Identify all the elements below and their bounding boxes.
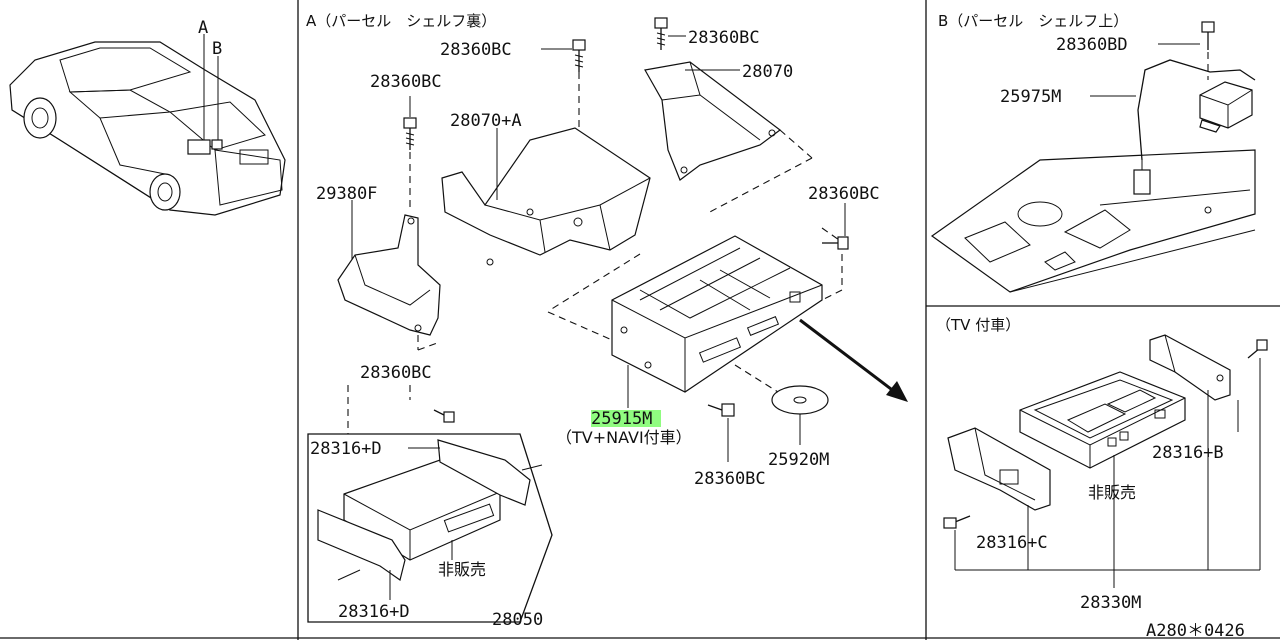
bracket-28070a <box>441 127 651 266</box>
disc-icon <box>771 385 829 415</box>
direction-arrow-icon <box>799 318 908 402</box>
panel-tv-title: （TV 付車） <box>936 316 1020 334</box>
label-tv-bracket-left: 28316+C <box>976 533 1048 553</box>
highlight-box <box>591 410 661 427</box>
bracket-29380f <box>337 214 441 336</box>
tv-unit <box>1019 371 1186 469</box>
label-bracket-29380f: 29380F <box>316 184 377 204</box>
panel-a-title: A（パーセル シェルフ裏） <box>306 12 496 30</box>
label-disc: 25920M <box>768 450 829 470</box>
label-sub-assembly: 28050 <box>492 610 543 630</box>
label-sub-bracket-bottom: 28316+D <box>338 602 410 622</box>
panel-a: A（パーセル シェルフ裏） 28360BC 28360BC 28360BC <box>306 12 908 630</box>
bolt-icon <box>1201 21 1215 50</box>
bolt-icon <box>403 117 417 150</box>
bolt-icon <box>707 403 735 417</box>
sub-assembly-28050 <box>307 433 553 623</box>
screw-icon <box>943 515 971 529</box>
label-navigation-unit-note: （TV+NAVI付車） <box>556 428 692 447</box>
label-bolt-top-right: 28360BC <box>688 28 760 48</box>
bolt-icon <box>822 236 849 250</box>
panel-tv: （TV 付車） <box>936 316 1268 613</box>
footer-code: A280＊0426 <box>1146 621 1245 640</box>
screw-icon <box>1247 339 1268 359</box>
label-bolt-lower-center: 28360BC <box>694 469 766 489</box>
label-bolt-b: 28360BD <box>1056 35 1128 55</box>
label-sub-unit-note: 非販売 <box>438 560 486 579</box>
car-callout-b: B <box>212 39 222 59</box>
car-callout-a: A <box>198 18 208 38</box>
bracket-28070 <box>644 61 781 181</box>
harness-25975m <box>1133 59 1256 195</box>
label-bolt-lower-left: 28360BC <box>360 363 432 383</box>
label-bracket-28070a: 28070+A <box>450 111 522 131</box>
label-bracket-28070: 28070 <box>742 62 793 82</box>
car-overview: A B <box>9 18 286 216</box>
navigation-unit-25915m <box>611 235 823 393</box>
label-bolt-right: 28360BC <box>808 184 880 204</box>
panel-b-title: B（パーセル シェルフ上） <box>938 12 1128 30</box>
tv-bracket-right <box>1149 334 1231 401</box>
label-navigation-unit: 25915M <box>591 409 652 429</box>
bolt-icon <box>433 409 455 423</box>
label-sub-bracket-top: 28316+D <box>310 439 382 459</box>
panel-b: B（パーセル シェルフ上） 28360BD <box>930 12 1256 293</box>
label-bolt-top-left: 28360BC <box>370 72 442 92</box>
parcel-shelf <box>930 149 1256 293</box>
label-tv-bracket-right: 28316+B <box>1152 443 1224 463</box>
label-tv-unit-note: 非販売 <box>1088 483 1136 502</box>
label-tv-assembly: 28330M <box>1080 593 1141 613</box>
label-harness: 25975M <box>1000 87 1061 107</box>
bolt-icon <box>572 39 586 72</box>
tv-bracket-left <box>947 427 1051 511</box>
label-bolt-top-mid: 28360BC <box>440 40 512 60</box>
bolt-icon <box>654 17 668 50</box>
